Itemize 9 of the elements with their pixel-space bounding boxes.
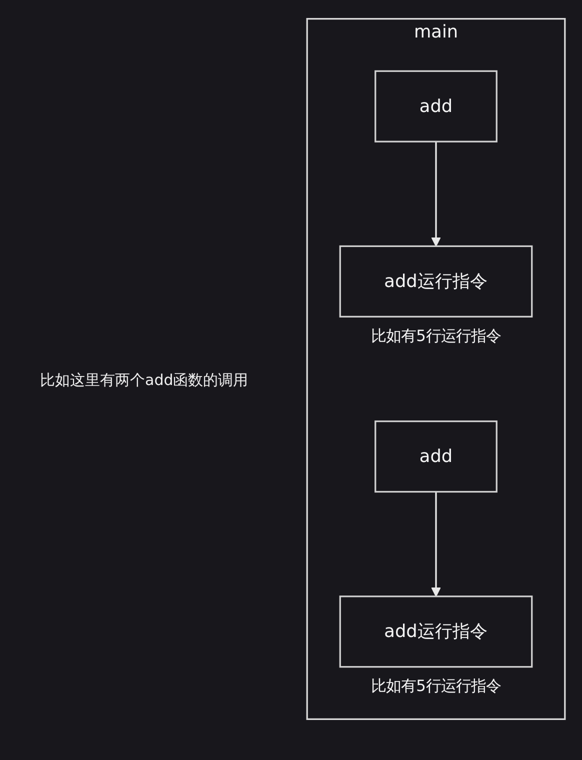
- node-box: add运行指令: [339, 596, 533, 668]
- node-caption: 比如有5行运行指令: [371, 326, 501, 345]
- arrow: [431, 492, 441, 597]
- node-box: add: [374, 70, 498, 142]
- note-text: 比如这里有两个add函数的调用: [40, 370, 250, 390]
- node-box: add: [374, 420, 498, 493]
- node-caption: 比如有5行运行指令: [371, 677, 501, 696]
- arrow: [431, 142, 441, 247]
- node-box: add运行指令: [339, 245, 533, 318]
